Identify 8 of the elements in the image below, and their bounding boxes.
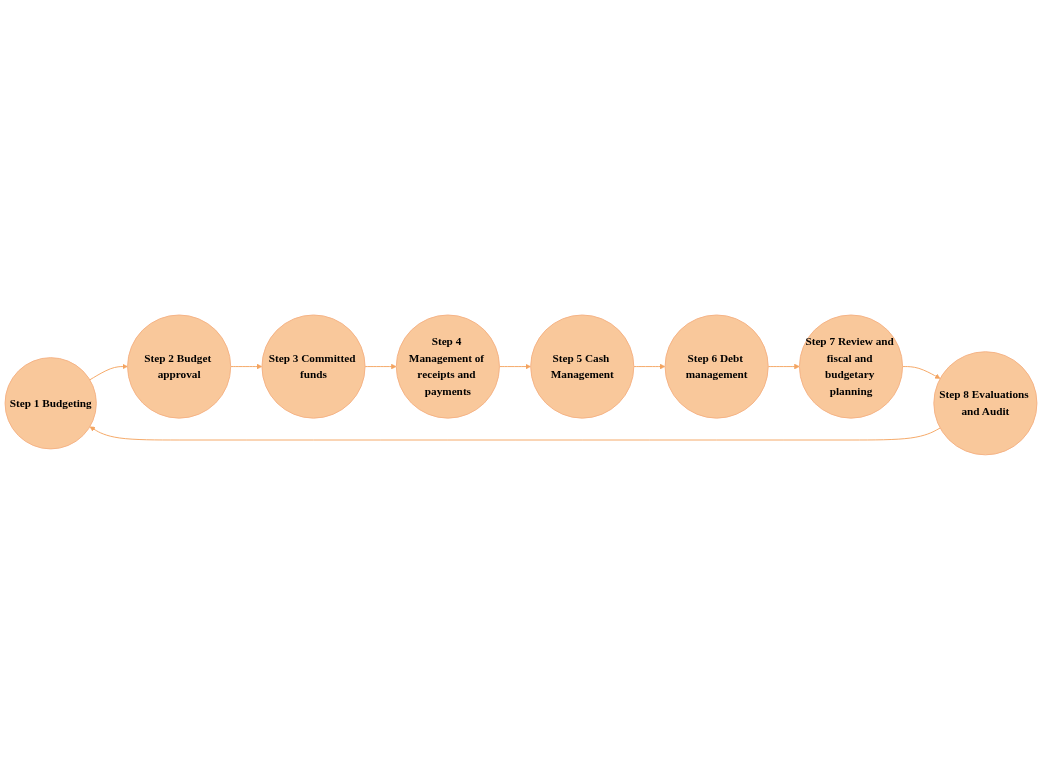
node-circle: Step 3 Committed funds — [261, 314, 366, 419]
node-circle: Step 6 Debt management — [664, 314, 769, 419]
node-circle: Step 8 Evaluations and Audit — [933, 350, 1038, 455]
node-circle: Step 5 Cash Management — [530, 314, 635, 419]
node-circle: Step 7 Review and fiscal and budgetary planning — [799, 314, 904, 419]
node-circle: Step 2 Budget approval — [127, 314, 232, 419]
node-circle: Step 4 Management of receipts and payments — [395, 314, 500, 419]
node-circle: Step 1 Budgeting — [4, 356, 97, 449]
